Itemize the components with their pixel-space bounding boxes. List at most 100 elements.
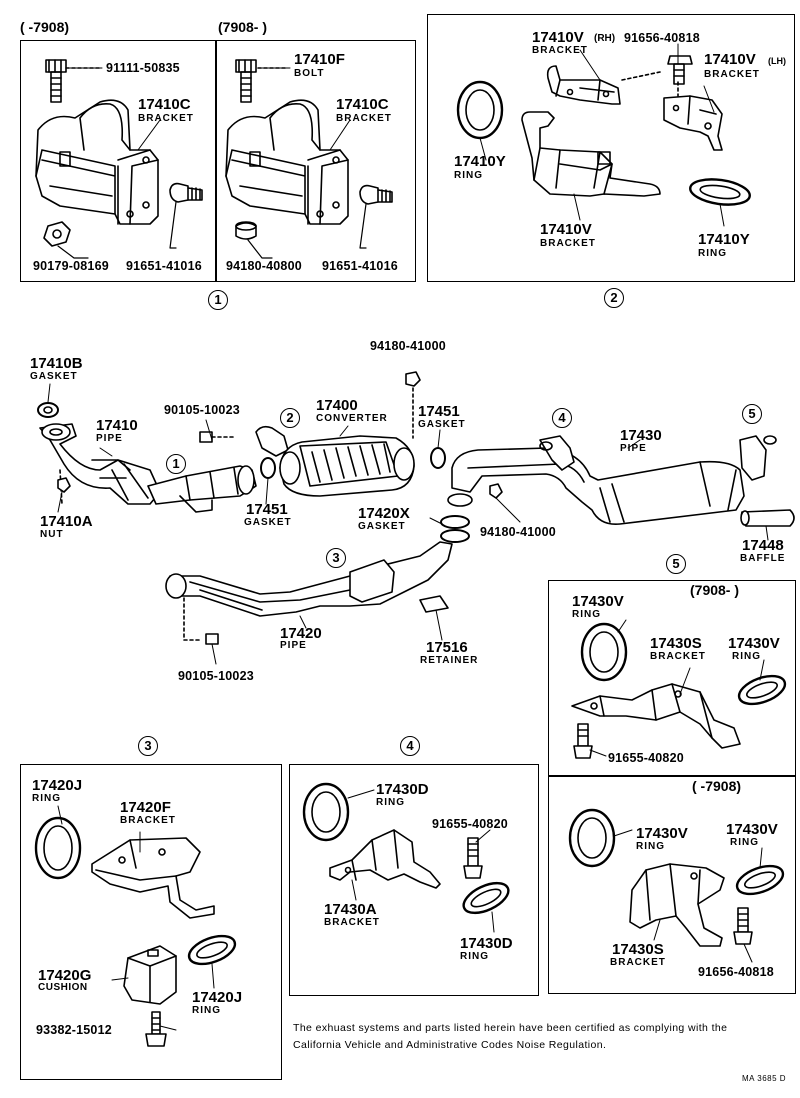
panel-2 <box>427 14 795 282</box>
part-name-cushion: CUSHION <box>38 982 88 993</box>
part-number-17410: 17410 <box>96 417 138 434</box>
part-number-17420f: 17420F <box>120 799 171 816</box>
part-number-91655-40820: 91655-40820 <box>432 817 508 831</box>
callout-circle-4-main: 4 <box>552 408 572 428</box>
callout-circle-2-main: 2 <box>280 408 300 428</box>
panel-5 <box>548 580 796 776</box>
part-name-bracket-rh: BRACKET <box>532 45 588 56</box>
part-number-90105-10023: 90105-10023 <box>164 403 240 417</box>
drawing-code: MA 3685 D <box>742 1074 787 1083</box>
callout-circle-4: 4 <box>400 736 420 756</box>
part-number-94180-41000-b: 94180-41000 <box>480 525 556 539</box>
callout-circle-5-main: 5 <box>742 404 762 424</box>
part-name-bracket-3: BRACKET <box>120 815 176 826</box>
part-number-17430d-b: 17430D <box>460 935 513 952</box>
part-name-ring-5d: RING <box>730 837 759 848</box>
part-number-17451-b: 17451 <box>246 501 288 518</box>
part-number-17410c: 17410C <box>138 96 191 113</box>
part-number-17448: 17448 <box>742 537 784 554</box>
p1b-artwork <box>226 60 392 258</box>
part-name-bracket-2: BRACKET <box>540 238 596 249</box>
part-number-93382-15012: 93382-15012 <box>36 1023 112 1037</box>
part-number-17430v-c: 17430V <box>636 825 688 842</box>
part-tag-lh: (LH) <box>768 56 786 66</box>
part-number-17410f: 17410F <box>294 51 345 68</box>
part-name-ring-3: RING <box>32 793 61 804</box>
part-number-17430a: 17430A <box>324 901 377 918</box>
part-number-91111-50835: 91111-50835 <box>106 61 180 75</box>
part-name-gasket-3: GASKET <box>244 517 292 528</box>
part-name-ring: RING <box>454 170 483 181</box>
p4-artwork <box>304 784 513 919</box>
p5b-artwork <box>570 810 787 946</box>
part-tag-rh: (RH) <box>594 33 616 44</box>
part-number-17430s: 17430S <box>650 635 702 652</box>
panel-5-date: (7908- ) <box>690 582 740 598</box>
part-number-17430s-b: 17430S <box>612 941 664 958</box>
part-name-pipe: PIPE <box>96 433 123 444</box>
part-number-17410v-rh: 17410V <box>532 29 584 46</box>
part-number-94180-40800: 94180-40800 <box>226 259 302 273</box>
part-name-ring-5: RING <box>572 609 601 620</box>
part-number-17430: 17430 <box>620 427 662 444</box>
part-number-91655-40820-b: 91655-40820 <box>608 751 684 765</box>
part-name-ring-5c: RING <box>636 841 665 852</box>
callout-circle-5: 5 <box>666 554 686 574</box>
part-name-bracket-5b: BRACKET <box>610 957 666 968</box>
callout-circle-1: 1 <box>208 290 228 310</box>
part-number-17410v-lh: 17410V <box>704 51 756 68</box>
part-number-17430d: 17430D <box>376 781 429 798</box>
part-name-gasket-2: GASKET <box>418 419 466 430</box>
callout-circle-3: 3 <box>138 736 158 756</box>
part-number-17451: 17451 <box>418 403 460 420</box>
part-name-ring-4b: RING <box>460 951 489 962</box>
part-name-retainer: RETAINER <box>420 655 479 666</box>
p1a-artwork <box>36 60 202 258</box>
part-number-90179-08169: 90179-08169 <box>33 259 109 273</box>
leader-lines <box>48 44 768 1030</box>
panel-5b-date: ( -7908) <box>692 778 742 794</box>
callout-circle-2: 2 <box>604 288 624 308</box>
part-name-bracket-4: BRACKET <box>324 917 380 928</box>
part-number-17420j-b: 17420J <box>192 989 243 1006</box>
part-number-17410y: 17410Y <box>454 153 506 170</box>
part-name-ring-4: RING <box>376 797 405 808</box>
panel-5b <box>548 776 796 994</box>
part-name-baffle: BAFFLE <box>740 553 786 564</box>
part-number-90105-10023-b: 90105-10023 <box>178 669 254 683</box>
part-number-17410c-b: 17410C <box>336 96 389 113</box>
panel-1a <box>20 40 216 282</box>
part-number-91656-40818: 91656-40818 <box>624 31 700 45</box>
main-artwork <box>38 372 794 644</box>
part-number-17410v: 17410V <box>540 221 592 238</box>
part-number-91656-40818-b: 91656-40818 <box>698 965 774 979</box>
part-name-pipe-3: PIPE <box>280 640 307 651</box>
part-number-17516: 17516 <box>426 639 468 656</box>
part-name-pipe-2: PIPE <box>620 443 647 454</box>
part-number-17430v-b: 17430V <box>728 635 780 652</box>
part-name-gasket-4: GASKET <box>358 521 406 532</box>
certification-note: The exhuast systems and parts listed her… <box>293 1022 728 1051</box>
part-name-ring-b: RING <box>698 248 727 259</box>
part-name-bolt: BOLT <box>294 68 325 79</box>
panel-1b-date: (7908- ) <box>218 19 268 35</box>
part-number-17410b: 17410B <box>30 355 83 372</box>
part-name-bracket: BRACKET <box>138 113 194 124</box>
callout-circle-1-main: 1 <box>166 454 186 474</box>
part-name-converter: CONVERTER <box>316 413 388 424</box>
p2-artwork <box>458 56 751 208</box>
part-number-91651-41016: 91651-41016 <box>126 259 202 273</box>
panel-1b <box>216 40 416 282</box>
part-number-17420g: 17420G <box>38 967 92 984</box>
part-name-bracket-lh: BRACKET <box>704 69 760 80</box>
part-number-17430v-d: 17430V <box>726 821 778 838</box>
part-name-nut: NUT <box>40 529 64 540</box>
p5-artwork <box>572 624 789 758</box>
part-number-17420: 17420 <box>280 625 322 642</box>
part-name-gasket: GASKET <box>30 371 78 382</box>
part-name-bracket-b: BRACKET <box>336 113 392 124</box>
part-number-94180-41000: 94180-41000 <box>370 339 446 353</box>
part-number-17410y-b: 17410Y <box>698 231 750 248</box>
